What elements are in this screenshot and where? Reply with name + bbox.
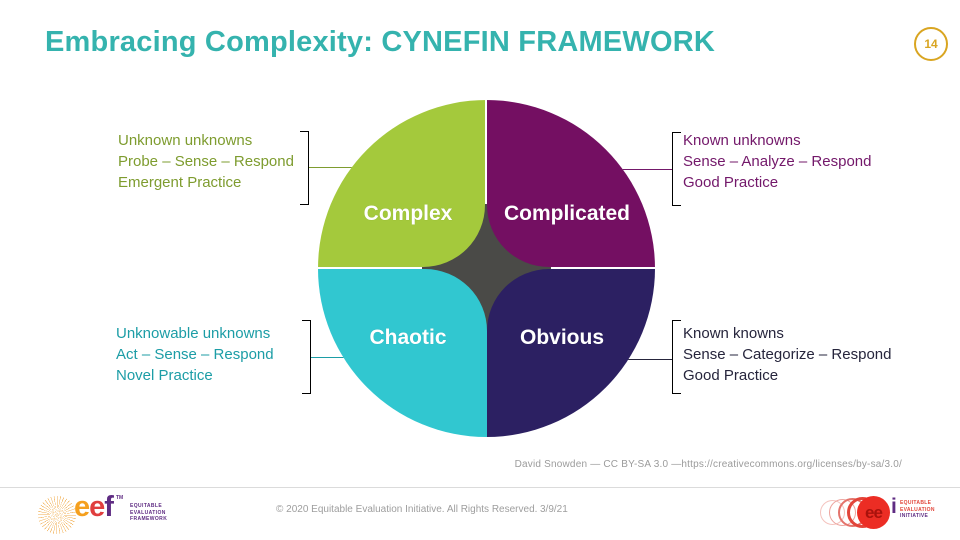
starburst-icon	[38, 496, 76, 534]
eei-circle-icon: ee	[857, 496, 890, 529]
quadrant-complex	[318, 100, 485, 267]
bracket-complicated	[672, 132, 681, 206]
annotation-complex: Unknown unknowns Probe – Sense – Respond…	[118, 130, 294, 193]
bracket-complex	[300, 131, 309, 205]
annotation-line: Probe – Sense – Respond	[118, 153, 294, 170]
quadrant-obvious	[487, 269, 655, 437]
annotation-line: Good Practice	[683, 174, 779, 191]
annotation-chaotic: Unknowable unknowns Act – Sense – Respon…	[116, 323, 274, 386]
eei-tagline-line: INITIATIVE	[900, 513, 929, 519]
annotation-obvious: Known knowns Sense – Categorize – Respon…	[683, 323, 891, 386]
eei-wordmark-i: i	[891, 495, 897, 518]
annotation-line: Known knowns	[683, 325, 784, 342]
eef-tagline-line: EVALUATION	[130, 509, 166, 516]
eei-tagline: EQUITABLE EVALUATION INITIATIVE	[900, 500, 935, 520]
slide-date: 3/9/21	[540, 504, 568, 515]
eef-logo: eef TM EQUITABLE EVALUATION FRAMEWORK	[38, 491, 178, 536]
footer-divider	[0, 487, 960, 488]
cynefin-diagram: Complex Complicated Chaotic Obvious	[318, 100, 655, 437]
attribution-text: David Snowden — CC BY-SA 3.0 —https://cr…	[514, 459, 902, 470]
eei-tagline-line: EQUITABLE	[900, 500, 932, 506]
annotation-line: Novel Practice	[116, 367, 213, 384]
copyright-text: © 2020 Equitable Evaluation Initiative. …	[276, 504, 538, 515]
quadrant-label-obvious: Obvious	[519, 326, 605, 349]
annotation-line: Unknown unknowns	[118, 132, 253, 149]
page-title: Embracing Complexity: CYNEFIN FRAMEWORK	[45, 26, 716, 58]
quadrant-chaotic	[318, 269, 487, 437]
annotation-line: Sense – Analyze – Respond	[683, 153, 872, 170]
eef-letter: f	[104, 491, 114, 523]
eef-tagline-line: FRAMEWORK	[130, 516, 168, 522]
annotation-line: Unknowable unknowns	[116, 325, 271, 342]
eei-logo: ee i EQUITABLE EVALUATION INITIATIVE	[820, 492, 945, 534]
quadrant-label-chaotic: Chaotic	[369, 326, 447, 349]
eef-tagline: EQUITABLE EVALUATION FRAMEWORK	[130, 503, 167, 523]
annotation-line: Act – Sense – Respond	[116, 346, 274, 363]
trademark-symbol: TM	[116, 495, 124, 501]
eef-letter: e	[74, 491, 90, 523]
bracket-obvious	[672, 320, 681, 394]
eef-wordmark: eef	[74, 491, 114, 524]
quadrant-label-complex: Complex	[363, 202, 453, 225]
eef-letter: e	[89, 491, 105, 523]
quadrant-label-complicated: Complicated	[503, 202, 631, 225]
annotation-line: Good Practice	[683, 367, 779, 384]
quadrant-complicated	[487, 100, 655, 267]
eei-wordmark: ee	[865, 502, 883, 522]
annotation-complicated: Known unknowns Sense – Analyze – Respond…	[683, 130, 871, 193]
annotation-line: Sense – Categorize – Respond	[683, 346, 892, 363]
page-number-badge: 14	[914, 27, 948, 61]
diagram-circle: Complex Complicated Chaotic Obvious	[318, 100, 655, 437]
annotation-line: Known unknowns	[683, 132, 801, 149]
annotation-line: Emergent Practice	[118, 174, 242, 191]
eei-tagline-line: EVALUATION	[900, 506, 935, 513]
bracket-chaotic	[302, 320, 311, 394]
page-number: 14	[924, 37, 938, 51]
eef-tagline-line: EQUITABLE	[130, 503, 163, 509]
